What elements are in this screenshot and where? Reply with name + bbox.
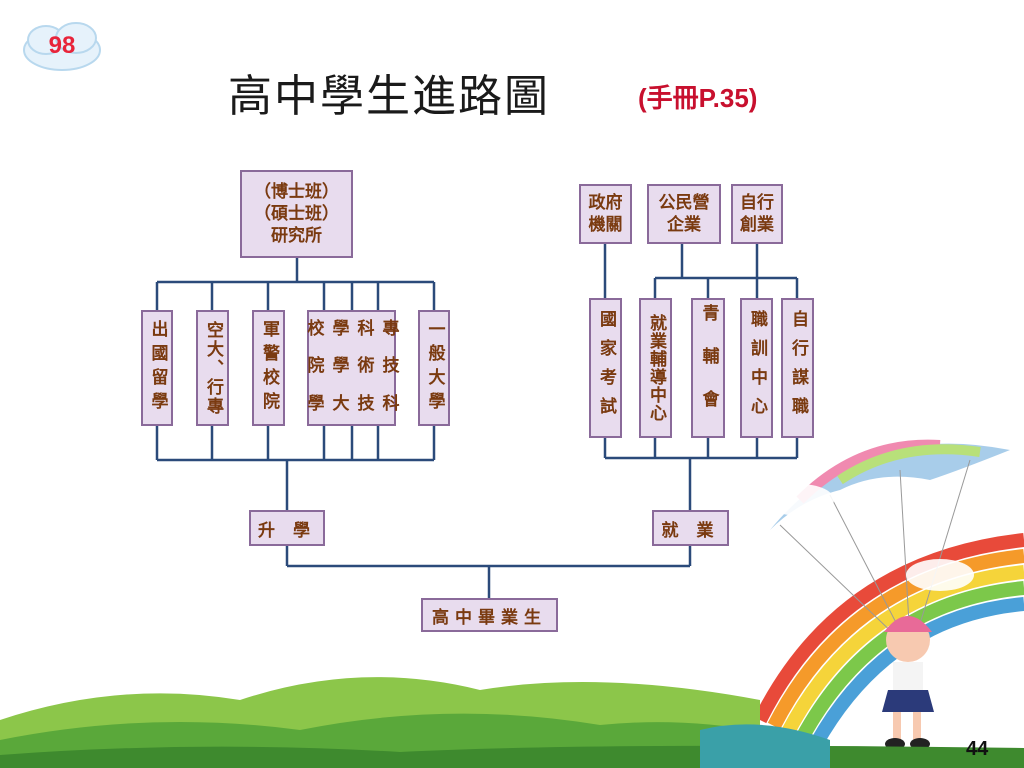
work-node-label: 國家考試 xyxy=(596,310,616,426)
page-number: 44 xyxy=(966,738,989,760)
study-node: 軍警校院 xyxy=(252,310,285,426)
study-node-group: 專科學校 技術學院 科技大學 xyxy=(304,310,399,426)
study-node-label: 一般大學 xyxy=(424,320,445,416)
work-node: 國家考試 xyxy=(589,298,622,438)
study-node-label: 專科學校 xyxy=(303,319,399,343)
work-node: 職訓中心 xyxy=(740,298,773,438)
study-node-label: 空大、行專 xyxy=(203,320,223,416)
root-label: 高中畢業生 xyxy=(432,607,547,628)
work-node: 青輔會 xyxy=(691,298,725,438)
work-node: 自行謀職 xyxy=(781,298,814,438)
work-top-label: 政府機關 xyxy=(588,193,623,235)
badge-number: 98 xyxy=(48,32,76,59)
work-top-node: 公民營企業 xyxy=(647,184,721,244)
study-node-label: 軍警校院 xyxy=(259,320,279,416)
work-node-label: 自行謀職 xyxy=(788,310,808,426)
study-node-label: 科技大學 xyxy=(303,393,399,417)
work-node-label: 就業輔導中心 xyxy=(646,314,666,422)
work-branch-label: 就 業 xyxy=(661,520,720,541)
work-node-label: 青輔會 xyxy=(698,303,719,433)
work-node: 就業輔導中心 xyxy=(639,298,672,438)
work-top-node: 自行創業 xyxy=(731,184,783,244)
root-node: 高中畢業生 xyxy=(421,598,558,632)
study-node: 一般大學 xyxy=(418,310,450,426)
graduate-school-node: （博士班） （碩士班） 研究所 xyxy=(240,170,353,258)
graduate-school-line: 研究所 xyxy=(271,226,322,246)
parachute-illustration xyxy=(766,439,1010,641)
work-branch-node: 就 業 xyxy=(652,510,729,546)
study-node-label: 技術學院 xyxy=(303,356,399,380)
study-branch-label: 升 學 xyxy=(258,520,316,541)
study-branch-node: 升 學 xyxy=(249,510,325,546)
graduate-school-line: （博士班） xyxy=(254,182,339,202)
work-top-label: 自行創業 xyxy=(740,193,774,235)
page-subtitle: (手冊P.35) xyxy=(638,83,758,113)
work-top-node: 政府機關 xyxy=(579,184,632,244)
study-node: 出國留學 xyxy=(141,310,173,426)
study-node: 空大、行專 xyxy=(196,310,229,426)
study-node-label: 出國留學 xyxy=(147,320,168,416)
work-top-label: 公民營企業 xyxy=(658,193,710,235)
page-title: 高中學生進路圖 xyxy=(228,71,550,122)
graduate-school-line: （碩士班） xyxy=(254,204,339,224)
slide-badge: 98 xyxy=(18,18,106,78)
hills-illustration xyxy=(0,677,1024,768)
cloud-icon xyxy=(23,22,101,71)
work-node-label: 職訓中心 xyxy=(747,310,767,426)
study-node-columns: 專科學校 技術學院 科技大學 xyxy=(298,312,406,424)
